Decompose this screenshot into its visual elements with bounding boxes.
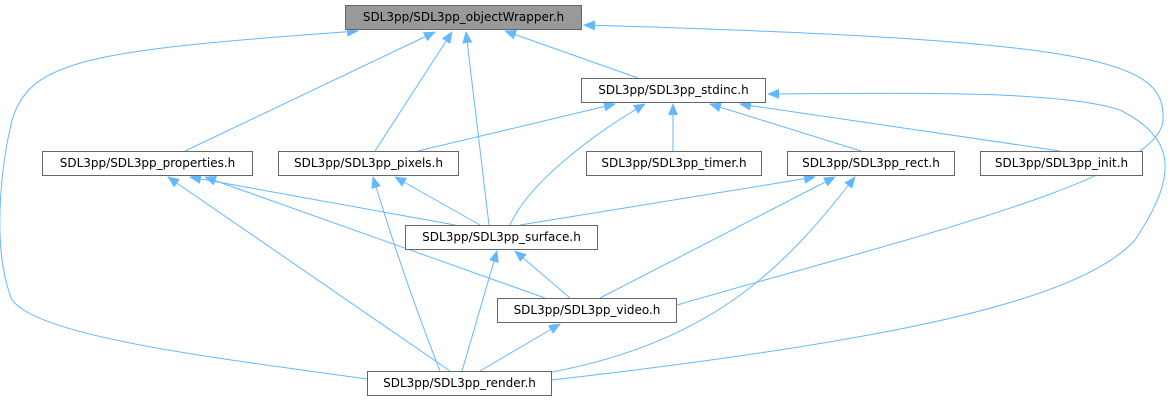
- edges: [0, 20, 1166, 381]
- edge-surface-to-properties: [189, 174, 456, 226]
- node-render[interactable]: SDL3pp/SDL3pp_render.h: [367, 371, 552, 396]
- edge-render-to-pixels: [371, 176, 441, 372]
- node-video[interactable]: SDL3pp/SDL3pp_video.h: [497, 298, 677, 323]
- edge-render-to-stdinc: [551, 88, 1166, 381]
- node-stdinc[interactable]: SDL3pp/SDL3pp_stdinc.h: [581, 78, 766, 103]
- node-pixels[interactable]: SDL3pp/SDL3pp_pixels.h: [278, 151, 459, 176]
- edge-render-to-surface: [461, 250, 499, 372]
- edge-stdinc-to-objectWrapper: [504, 29, 639, 79]
- edge-video-to-surface: [514, 250, 571, 299]
- node-properties[interactable]: SDL3pp/SDL3pp_properties.h: [42, 151, 253, 176]
- edge-render-to-properties: [167, 176, 451, 372]
- edge-render-to-objectWrapper: [0, 26, 368, 380]
- edge-surface-to-rect: [519, 173, 816, 226]
- node-init[interactable]: SDL3pp/SDL3pp_init.h: [980, 151, 1143, 176]
- edge-pixels-to-stdinc: [417, 101, 616, 152]
- edge-video-to-objectWrapper: [583, 20, 1164, 306]
- edge-render-to-video: [479, 323, 561, 372]
- node-rect[interactable]: SDL3pp/SDL3pp_rect.h: [787, 151, 955, 176]
- node-surface[interactable]: SDL3pp/SDL3pp_surface.h: [405, 225, 598, 250]
- node-objectwrapper[interactable]: SDL3pp/SDL3pp_objectWrapper.h: [345, 5, 582, 30]
- node-timer[interactable]: SDL3pp/SDL3pp_timer.h: [586, 151, 762, 176]
- edge-properties-to-objectWrapper: [184, 31, 436, 152]
- edge-surface-to-stdinc: [509, 103, 646, 226]
- edge-video-to-rect: [599, 176, 836, 299]
- edge-init-to-stdinc: [739, 100, 1061, 152]
- edge-render-to-rect: [551, 176, 856, 373]
- edge-pixels-to-objectWrapper: [374, 31, 453, 152]
- edge-video-to-properties: [204, 175, 546, 299]
- edge-surface-to-pixels: [394, 176, 481, 226]
- edge-rect-to-stdinc: [709, 102, 862, 152]
- edge-surface-to-objectWrapper: [462, 31, 490, 226]
